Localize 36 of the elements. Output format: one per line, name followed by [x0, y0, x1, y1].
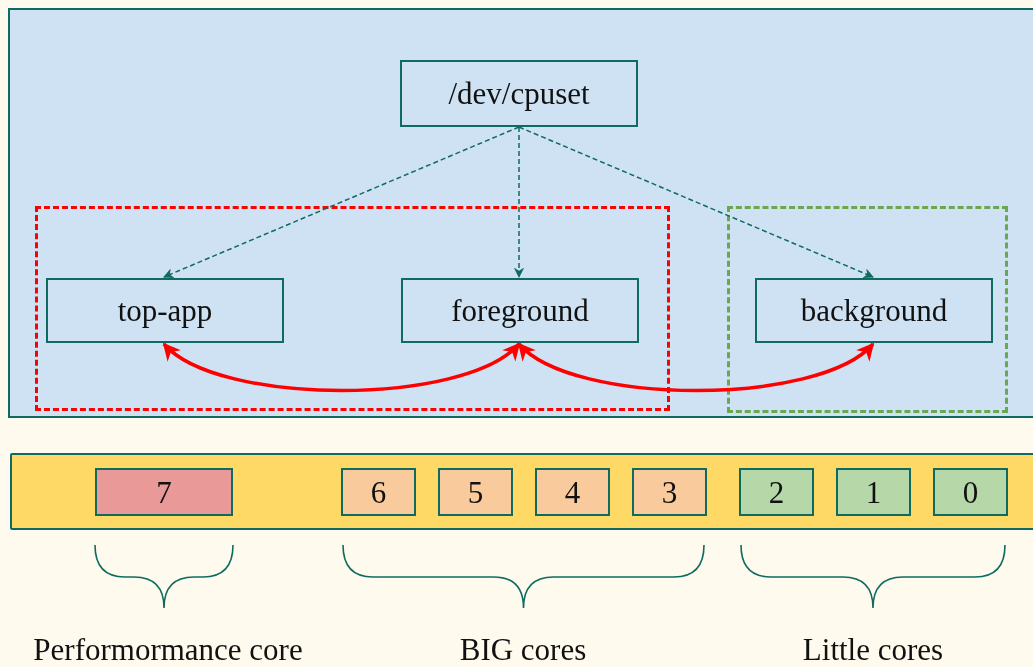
cgroup-box [401, 278, 639, 343]
group-frame [35, 206, 670, 411]
arrow [517, 342, 875, 393]
cgroup-box [400, 60, 638, 127]
cgroup-name: foreground [451, 295, 589, 326]
arrow [518, 126, 874, 279]
core-number: 1 [865, 476, 882, 508]
cgroup-name: /dev/cpuset [448, 78, 590, 109]
core-number: 2 [768, 476, 785, 508]
core-number: 5 [467, 476, 484, 508]
cgroup-name: background [800, 295, 948, 326]
core-group-label: Little cores [802, 634, 944, 665]
core-number: 3 [661, 476, 678, 508]
core-box [95, 468, 233, 516]
core-box [438, 468, 513, 516]
core-box [836, 468, 911, 516]
core-box [535, 468, 610, 516]
core-number: 7 [156, 476, 172, 508]
cgroup-box [755, 278, 993, 343]
core-number: 0 [962, 476, 979, 508]
cpuset-panel [8, 8, 1033, 418]
core-box [739, 468, 814, 516]
core-box [632, 468, 707, 516]
arrow [513, 126, 525, 279]
core-group-label: BIG cores [459, 634, 587, 665]
cgroup-box [46, 278, 284, 343]
core-number: 6 [370, 476, 387, 508]
cgroup-name: top-app [117, 295, 213, 326]
core-bar [10, 453, 1033, 530]
core-group-label: Performormance core [33, 634, 303, 665]
arrow [163, 126, 520, 279]
core-box [933, 468, 1008, 516]
arrow [162, 342, 521, 393]
group-frame [727, 206, 1008, 413]
core-number: 4 [564, 476, 581, 508]
core-box [341, 468, 416, 516]
